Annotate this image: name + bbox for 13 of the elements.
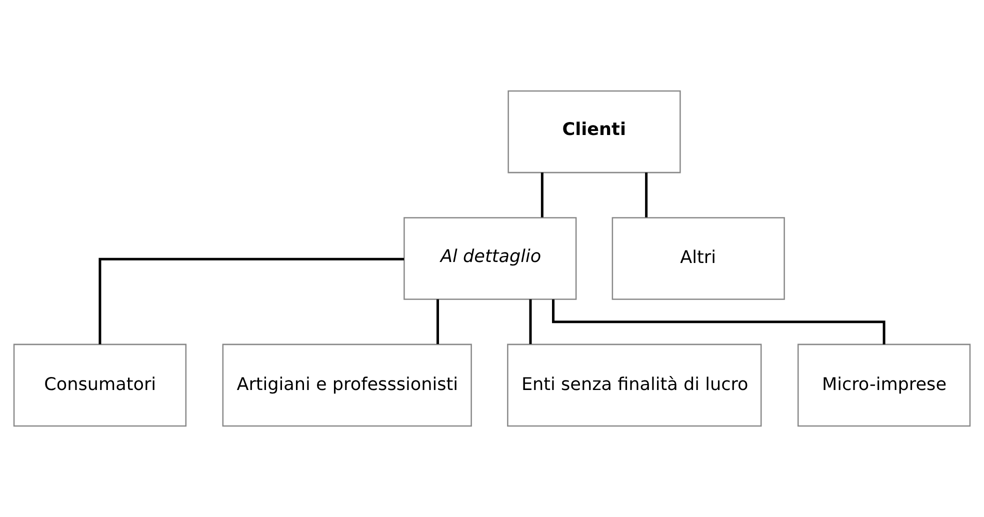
connector [98,258,404,344]
node-box: Enti senza finalità di lucro [507,344,762,427]
connector [529,299,532,344]
node-box: Micro-imprese [797,344,971,427]
node-box: Artigiani e professsionisti [222,344,472,427]
node-box: Consumatori [13,344,187,427]
connector [540,172,544,218]
node-box: Altri [612,217,785,300]
node-box: Al dettaglio [404,217,577,300]
connector [645,172,648,218]
connector [436,299,439,344]
node-box: Clienti [508,90,681,174]
connector [552,299,886,344]
